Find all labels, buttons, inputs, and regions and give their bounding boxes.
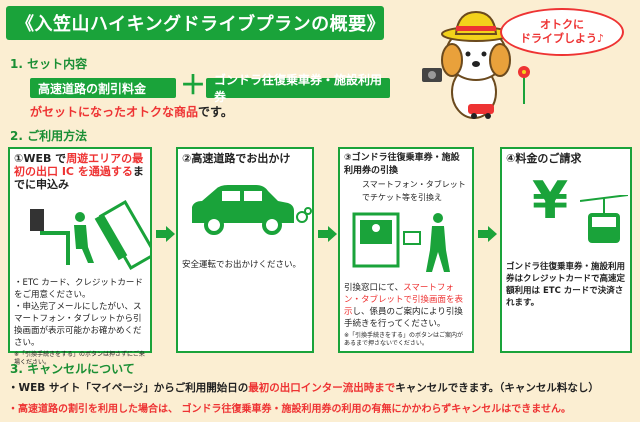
section-heading-usage: 2. ご利用方法 (10, 129, 88, 143)
speech-bubble: オトクに ドライブしよう♪ (500, 8, 624, 56)
step-1-apply: ①WEB で周遊エリアの最初の出口 IC を通過するまでに申込み ・ETC カー… (8, 147, 158, 366)
arrow-right-icon (156, 226, 175, 242)
yen-icon: ¥ (532, 171, 569, 231)
summary-rest-text: です。 (198, 105, 233, 119)
step-3-notes: 引換窓口にて、スマートフォン・タブレットで引換画面を表示し、係員のご案内により引… (340, 282, 472, 330)
step-1-note-1: ・ETC カード、クレジットカードをご用意ください。 (14, 278, 143, 300)
step-4-title: ④料金のご請求 (506, 152, 582, 165)
step-1-notes: ・ETC カード、クレジットカードをご用意ください。 ・申込完了メールにしたがい… (10, 277, 150, 349)
ticket-window-icon (352, 212, 450, 272)
arrow-right-icon (478, 226, 497, 242)
cancel-line-1-red: 最初の出口インター流出時まで (248, 382, 396, 394)
step-3-notes-red: スマートフォン・タブレットで引換画面を表示 (344, 283, 464, 317)
step-3-notes-b: し、係員のご案内により引換手続きを行ってください。 (344, 307, 463, 329)
pill-highway-discount: 高速道路の割引料金 (30, 78, 176, 98)
step-1-title-b: までに申込み (14, 165, 144, 191)
set-summary: がセットになったオトクな商品です。 (30, 103, 233, 120)
step-3-title: ③ゴンドラ往復乗車券・施設利用券の引換 スマートフォン・タブレットでチケット等を… (340, 149, 472, 204)
car-icon (192, 185, 312, 235)
step-1-note-2: ・申込完了メールにしたがい、スマートフォン・タブレットから引換画面が表示可能かお… (14, 302, 142, 348)
step-4-note: ゴンドラ往復乗車券・施設利用券はクレジットカードで高速定額利用は ETC カード… (506, 262, 626, 308)
step-3-subtitle: スマートフォン・タブレットでチケット等を引換え (362, 180, 466, 202)
step-1-title-a: ①WEB で (14, 152, 67, 165)
gondola-icon (580, 195, 628, 243)
person-at-computer-icon (30, 199, 158, 271)
step-2-drive: ②高速道路でお出かけ 安全運転でお出かけください。 (176, 147, 314, 353)
summary-red-text: がセットになったオトクな商品 (30, 105, 199, 119)
pill-gondola-ticket: ゴンドラ往復乗車券・施設利用券 (206, 73, 390, 104)
plus-icon: ＋ (180, 71, 207, 101)
cancel-line-1-b: キャンセルできます。（キャンセル料なし） (395, 382, 599, 394)
step-1-title: ①WEB で周遊エリアの最初の出口 IC を通過するまでに申込み (10, 149, 150, 191)
step-4-billing: ④料金のご請求 ¥ ゴンドラ往復乗車券・施設利用券はクレジットカードで高速定額利… (500, 147, 632, 353)
step-3-exchange: ③ゴンドラ往復乗車券・施設利用券の引換 スマートフォン・タブレットでチケット等を… (338, 147, 474, 353)
step-3-title-main: ③ゴンドラ往復乗車券・施設利用券の引換 (344, 153, 460, 176)
page-title: 《入笠山ハイキングドライブプランの概要》 (6, 6, 385, 40)
step-2-title: ②高速道路でお出かけ (182, 152, 291, 165)
arrow-right-icon (318, 226, 337, 242)
cancel-line-1-a: ・WEB サイト「マイページ」からご利用開始日の (8, 382, 249, 394)
cancel-policy-line-2: ・高速道路の割引を利用した場合は、 ゴンドラ往復乗車券・施設利用券の利用の有無に… (8, 404, 571, 415)
step-1-title-red: 周遊エリアの最初の出口 IC を通過する (14, 152, 144, 178)
cancel-policy-line-1: ・WEB サイト「マイページ」からご利用開始日の最初の出口インター流出時までキャ… (8, 380, 599, 395)
step-2-note: 安全運転でお出かけください。 (182, 260, 302, 270)
mascot-dog-illustration (422, 10, 530, 119)
section-heading-contents: 1. セット内容 (10, 57, 88, 71)
step-3-footnote: ※「引換手続きをする」のボタンはご案内があるまで押さないでください。 (344, 332, 464, 347)
bubble-line-1: オトクに (540, 18, 584, 31)
section-heading-cancel: 3. キャンセルについて (10, 362, 135, 376)
step-1-footnote: ※「引換手続きをする」のボタンは押さずにご来場ください。 (14, 351, 145, 366)
bubble-line-2: ドライブしよう♪ (519, 32, 605, 45)
step-3-notes-a: 引換窓口にて、 (344, 283, 404, 293)
